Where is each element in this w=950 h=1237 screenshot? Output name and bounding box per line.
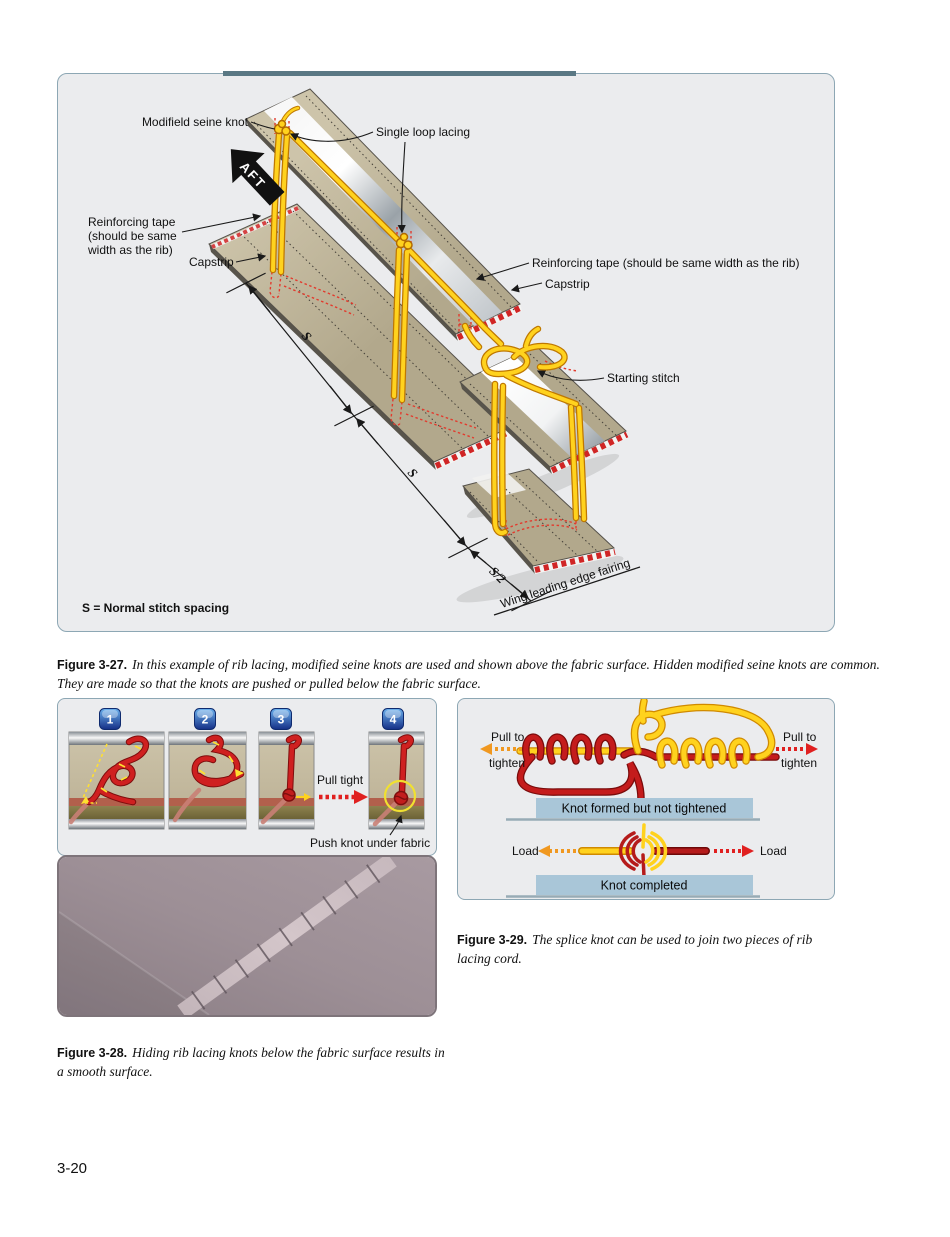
- svg-text:tighten: tighten: [781, 756, 817, 770]
- figure-3-29-splice-panel: Pull to tighten Pull to tighten Knot for…: [457, 698, 835, 900]
- figure-3-28-steps-panel: 1 2 3 4: [57, 698, 437, 856]
- banner-knot-formed: Knot formed but not tightened: [506, 798, 760, 821]
- push-knot-annotation: Push knot under fabric: [310, 814, 430, 850]
- load-left-label: Load: [512, 844, 539, 858]
- svg-text:Pull to: Pull to: [491, 730, 525, 744]
- page-number: 3-20: [57, 1160, 88, 1177]
- figure-3-27-diagram: AFT S S S/2 Wing leading edge fairing: [57, 71, 835, 632]
- stitch-marks: [191, 864, 381, 1010]
- single-loop-lacing-label: Single loop lacing: [376, 125, 470, 139]
- knot-highlight-circle: [383, 779, 417, 813]
- push-knot-label: Push knot under fabric: [310, 836, 430, 850]
- svg-text:Knot formed but not tightened: Knot formed but not tightened: [562, 802, 727, 816]
- pull-tighten-left: Pull to tighten: [480, 730, 525, 770]
- wing-panel-plank: [208, 203, 524, 470]
- lacing-cords: [269, 105, 588, 537]
- rib-lacing-illustration: AFT S S S/2 Wing leading edge fairing: [82, 88, 799, 616]
- reinforcing-tape-right-label: Reinforcing tape (should be same width a…: [532, 256, 799, 270]
- svg-text:Reinforcing tape: Reinforcing tape: [88, 215, 176, 229]
- svg-text:1: 1: [107, 713, 114, 727]
- figure-3-28-caption-text: Hiding rib lacing knots below the fabric…: [57, 1044, 445, 1080]
- svg-text:Knot completed: Knot completed: [601, 879, 688, 893]
- svg-text:4: 4: [390, 713, 397, 727]
- svg-text:tighten: tighten: [489, 756, 525, 770]
- splice-knot-illustration: Pull to tighten Pull to tighten Knot for…: [480, 699, 818, 898]
- figure-3-29-caption-text: The splice knot can be used to join two …: [457, 931, 813, 967]
- figure-3-29-caption-label: Figure 3-29.: [457, 932, 528, 947]
- svg-text:(should be same: (should be same: [88, 229, 177, 243]
- starting-stitch-label: Starting stitch: [607, 371, 680, 385]
- step-badge-4: 4: [382, 708, 404, 730]
- figure-3-27-caption-text: In this example of rib lacing, modified …: [57, 656, 880, 692]
- capstrip-right-label: Capstrip: [545, 277, 590, 291]
- seine-knots: [273, 119, 413, 250]
- fairing-plank: [462, 468, 616, 574]
- leader-lines: [181, 121, 605, 381]
- splice-knot-loose: [516, 699, 780, 803]
- page-header-rule: [223, 71, 576, 76]
- modified-seine-knot-label: Modifield seine knot: [142, 115, 249, 129]
- load-right-label: Load: [760, 844, 787, 858]
- splice-knot-completed: Load Load: [512, 823, 787, 879]
- step-panel-4: [368, 731, 425, 830]
- svg-text:width as the rib): width as the rib): [87, 243, 173, 257]
- reinforcing-tape-left-label: Reinforcing tape (should be same width a…: [87, 215, 177, 257]
- banner-knot-completed: Knot completed: [506, 875, 760, 898]
- step-badges: 1 2 3 4: [99, 708, 404, 730]
- photo-rendering: [59, 857, 435, 1015]
- step-panel-1: [68, 731, 165, 830]
- pull-tighten-right: Pull to tighten: [776, 730, 818, 770]
- pull-tight-label: Pull tight: [317, 773, 364, 787]
- svg-text:2: 2: [202, 713, 209, 727]
- fabric-surface-photo: [57, 855, 437, 1017]
- figure-3-28-caption-label: Figure 3-28.: [57, 1045, 128, 1060]
- figure-3-29-caption: Figure 3-29.The splice knot can be used …: [457, 930, 849, 969]
- step-panel-3: [258, 731, 315, 830]
- stitch-spacing-legend: S = Normal stitch spacing: [82, 601, 229, 615]
- pull-tight-annotation: Pull tight: [317, 773, 368, 804]
- capstrip-left-label: Capstrip: [189, 255, 234, 269]
- step-panel-2: [168, 731, 247, 830]
- svg-text:3: 3: [278, 713, 285, 727]
- step-badge-3: 3: [270, 708, 292, 730]
- figure-3-27-caption: Figure 3-27.In this example of rib lacin…: [57, 655, 897, 694]
- step-badge-2: 2: [194, 708, 216, 730]
- svg-text:Pull to: Pull to: [783, 730, 817, 744]
- knot-steps-illustration: 1 2 3 4: [68, 708, 430, 850]
- step-badge-1: 1: [99, 708, 121, 730]
- figure-3-28-caption: Figure 3-28.Hiding rib lacing knots belo…: [57, 1043, 449, 1082]
- figure-3-27-caption-label: Figure 3-27.: [57, 657, 128, 672]
